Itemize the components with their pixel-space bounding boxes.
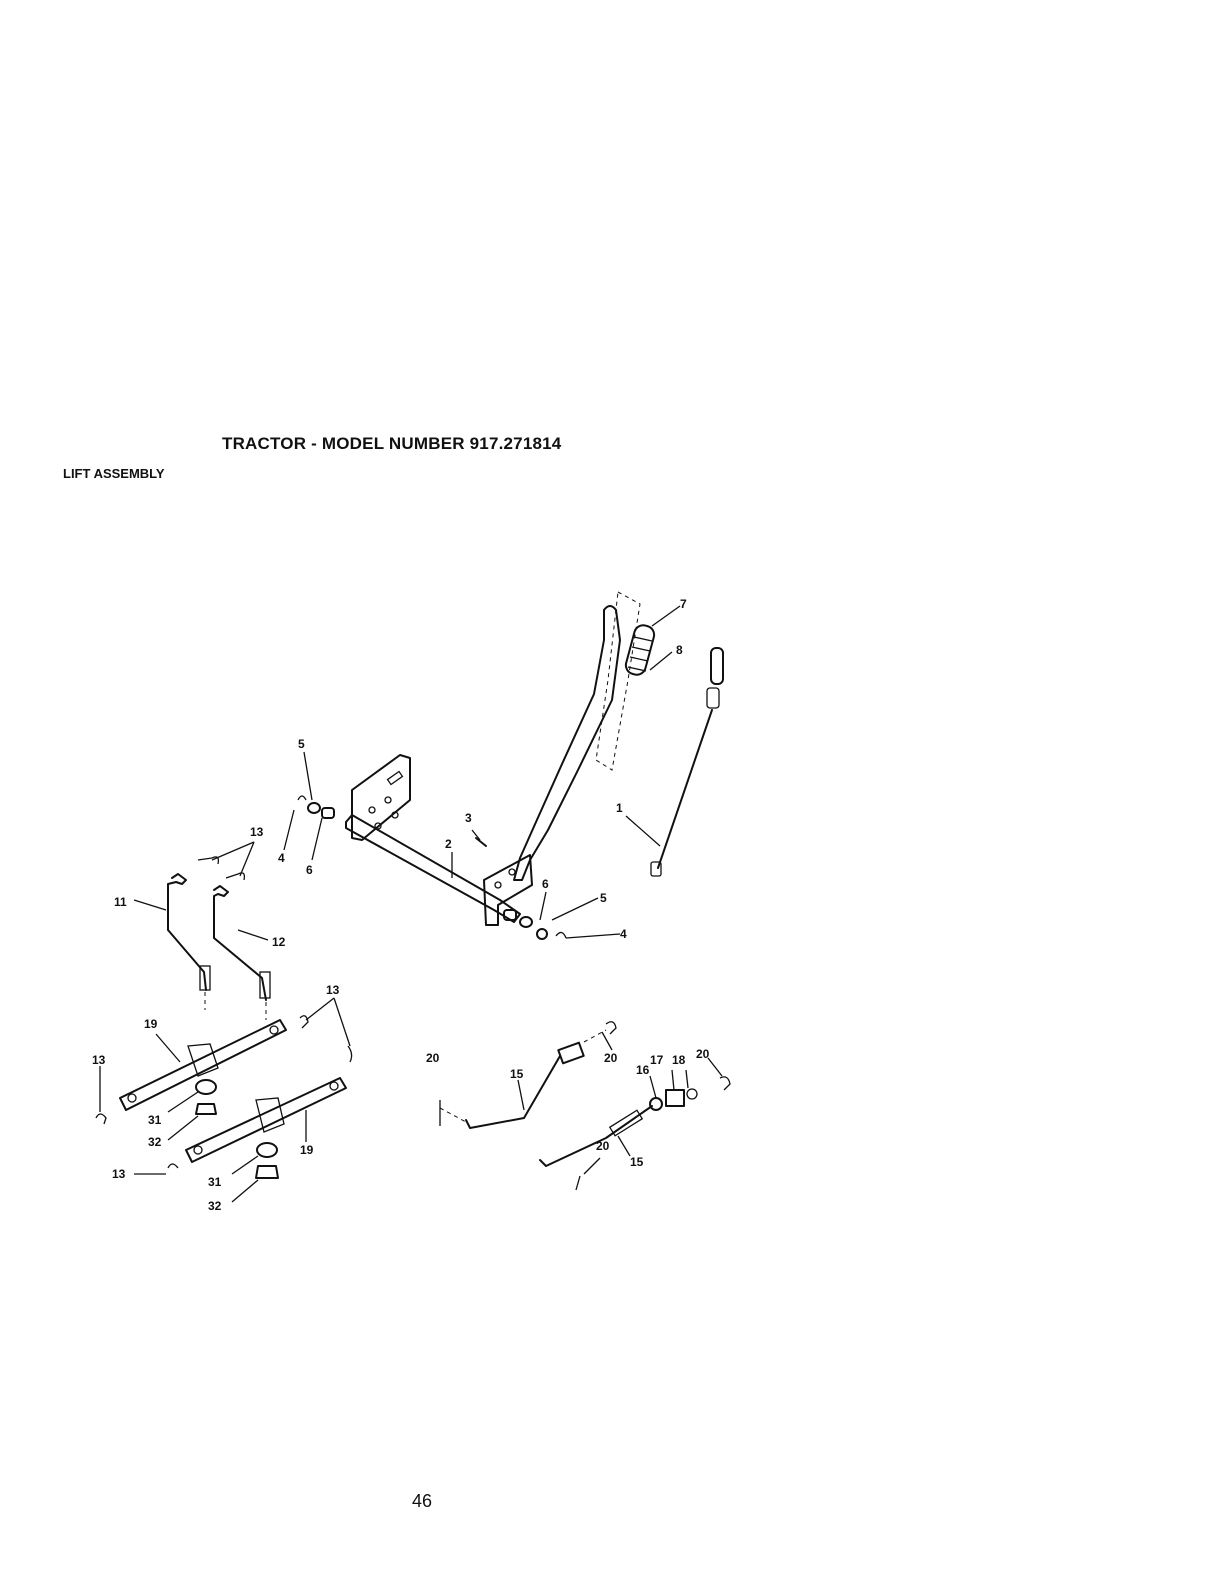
- washer-nut-upper: [196, 1080, 216, 1114]
- callout-19: 19: [144, 1017, 158, 1031]
- callout-3: 3: [465, 811, 472, 825]
- callout-13: 13: [112, 1167, 126, 1181]
- callout-20: 20: [426, 1051, 440, 1065]
- callout-5: 5: [298, 737, 305, 751]
- hairpin-clips: [440, 1022, 730, 1190]
- callout-7: 7: [680, 597, 687, 611]
- lift-arm-lower: [186, 1078, 346, 1162]
- link-rod-left: [168, 874, 210, 990]
- leader-lines: [100, 606, 722, 1202]
- callout-19: 19: [300, 1143, 314, 1157]
- lift-arm-upper: [120, 1020, 286, 1110]
- callout-15: 15: [510, 1067, 524, 1081]
- right-end-hardware: [504, 910, 566, 939]
- mounting-plate: [352, 755, 410, 840]
- callout-13: 13: [326, 983, 340, 997]
- callout-6: 6: [542, 877, 549, 891]
- callout-8: 8: [676, 643, 683, 657]
- left-end-hardware: [298, 796, 334, 818]
- callout-20: 20: [696, 1047, 710, 1061]
- callout-13: 13: [250, 825, 264, 839]
- cotter-pins-top: [198, 857, 244, 880]
- lift-cable: [651, 648, 723, 876]
- washer-nut-lower: [256, 1143, 278, 1178]
- callout-5: 5: [600, 891, 607, 905]
- callout-12: 12: [272, 935, 286, 949]
- callout-20: 20: [596, 1139, 610, 1153]
- page-number: 46: [412, 1491, 432, 1512]
- adjust-rod-lower: [540, 1089, 697, 1166]
- callout-32: 32: [148, 1135, 162, 1149]
- callout-4: 4: [278, 851, 285, 865]
- callout-20: 20: [604, 1051, 618, 1065]
- callout-2: 2: [445, 837, 452, 851]
- link-rod-right: [214, 886, 270, 1000]
- callout-17: 17: [650, 1053, 664, 1067]
- callout-31: 31: [148, 1113, 162, 1127]
- callout-18: 18: [672, 1053, 686, 1067]
- callout-6: 6: [306, 863, 313, 877]
- callout-1: 1: [616, 801, 623, 815]
- callout-11: 11: [114, 895, 127, 909]
- callout-15: 15: [630, 1155, 644, 1169]
- clevis-pin: [476, 838, 486, 846]
- callout-31: 31: [208, 1175, 222, 1189]
- callout-13: 13: [92, 1053, 106, 1067]
- callout-32: 32: [208, 1199, 222, 1213]
- lift-lever: [484, 606, 620, 925]
- callout-16: 16: [636, 1063, 650, 1077]
- callout-4: 4: [620, 927, 627, 941]
